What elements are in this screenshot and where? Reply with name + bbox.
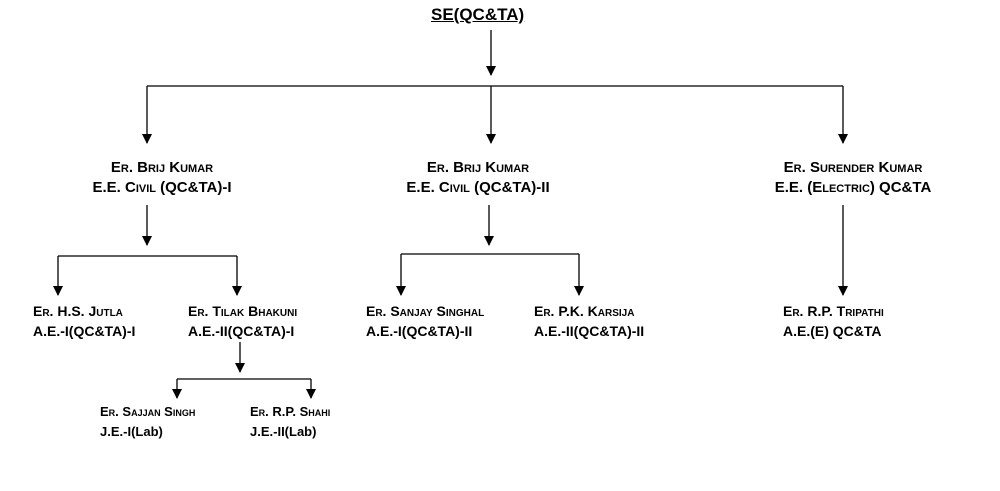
node-ee-civil-2: Er. Brij Kumar E.E. Civil (QC&TA)-II (378, 158, 578, 198)
node-name: Er. R.P. Shahi (250, 404, 331, 419)
node-name: Er. Brij Kumar (110, 159, 214, 176)
node-ae-tripathi: Er. R.P. Tripathi A.E.(E) QC&TA (783, 301, 884, 341)
node-ae-singhal: Er. Sanjay Singhal A.E.-I(QC&TA)-II (366, 301, 484, 341)
node-name: Er. Sajjan Singh (100, 404, 196, 419)
node-name: Er. Tilak Bhakuni (188, 303, 298, 319)
root-title: SE(QC&TA) (431, 5, 525, 24)
node-designation: A.E.-I(QC&TA)-II (366, 323, 473, 339)
node-je-sajjan: Er. Sajjan Singh J.E.-I(Lab) (100, 402, 195, 442)
node-name: Er. P.K. Karsija (534, 303, 635, 319)
node-designation: A.E.-I(QC&TA)-I (33, 323, 136, 339)
node-designation: E.E. Civil (QC&TA)-I (92, 179, 232, 196)
node-name: Er. Brij Kumar (426, 159, 530, 176)
node-designation: E.E. Civil (QC&TA)-II (406, 179, 550, 196)
node-name: Er. Surender Kumar (783, 159, 923, 176)
node-ae-bhakuni: Er. Tilak Bhakuni A.E.-II(QC&TA)-I (188, 301, 297, 341)
node-designation: J.E.-II(Lab) (250, 424, 317, 439)
node-designation: A.E.(E) QC&TA (783, 323, 882, 339)
node-name: Er. R.P. Tripathi (783, 303, 884, 319)
node-ae-karsija: Er. P.K. Karsija A.E.-II(QC&TA)-II (534, 301, 644, 341)
node-je-shahi: Er. R.P. Shahi J.E.-II(Lab) (250, 402, 330, 442)
node-ae-jutla: Er. H.S. Jutla A.E.-I(QC&TA)-I (33, 301, 135, 341)
node-ee-civil-1: Er. Brij Kumar E.E. Civil (QC&TA)-I (62, 158, 262, 198)
node-designation: J.E.-I(Lab) (100, 424, 163, 439)
node-name: Er. Sanjay Singhal (366, 303, 485, 319)
node-ee-electric: Er. Surender Kumar E.E. (Electric) QC&TA (743, 158, 963, 198)
node-designation: E.E. (Electric) QC&TA (774, 179, 932, 196)
root-node-se: SE(QC&TA) (431, 5, 524, 25)
node-name: Er. H.S. Jutla (33, 303, 123, 319)
node-designation: A.E.-II(QC&TA)-II (534, 323, 645, 339)
node-designation: A.E.-II(QC&TA)-I (188, 323, 295, 339)
